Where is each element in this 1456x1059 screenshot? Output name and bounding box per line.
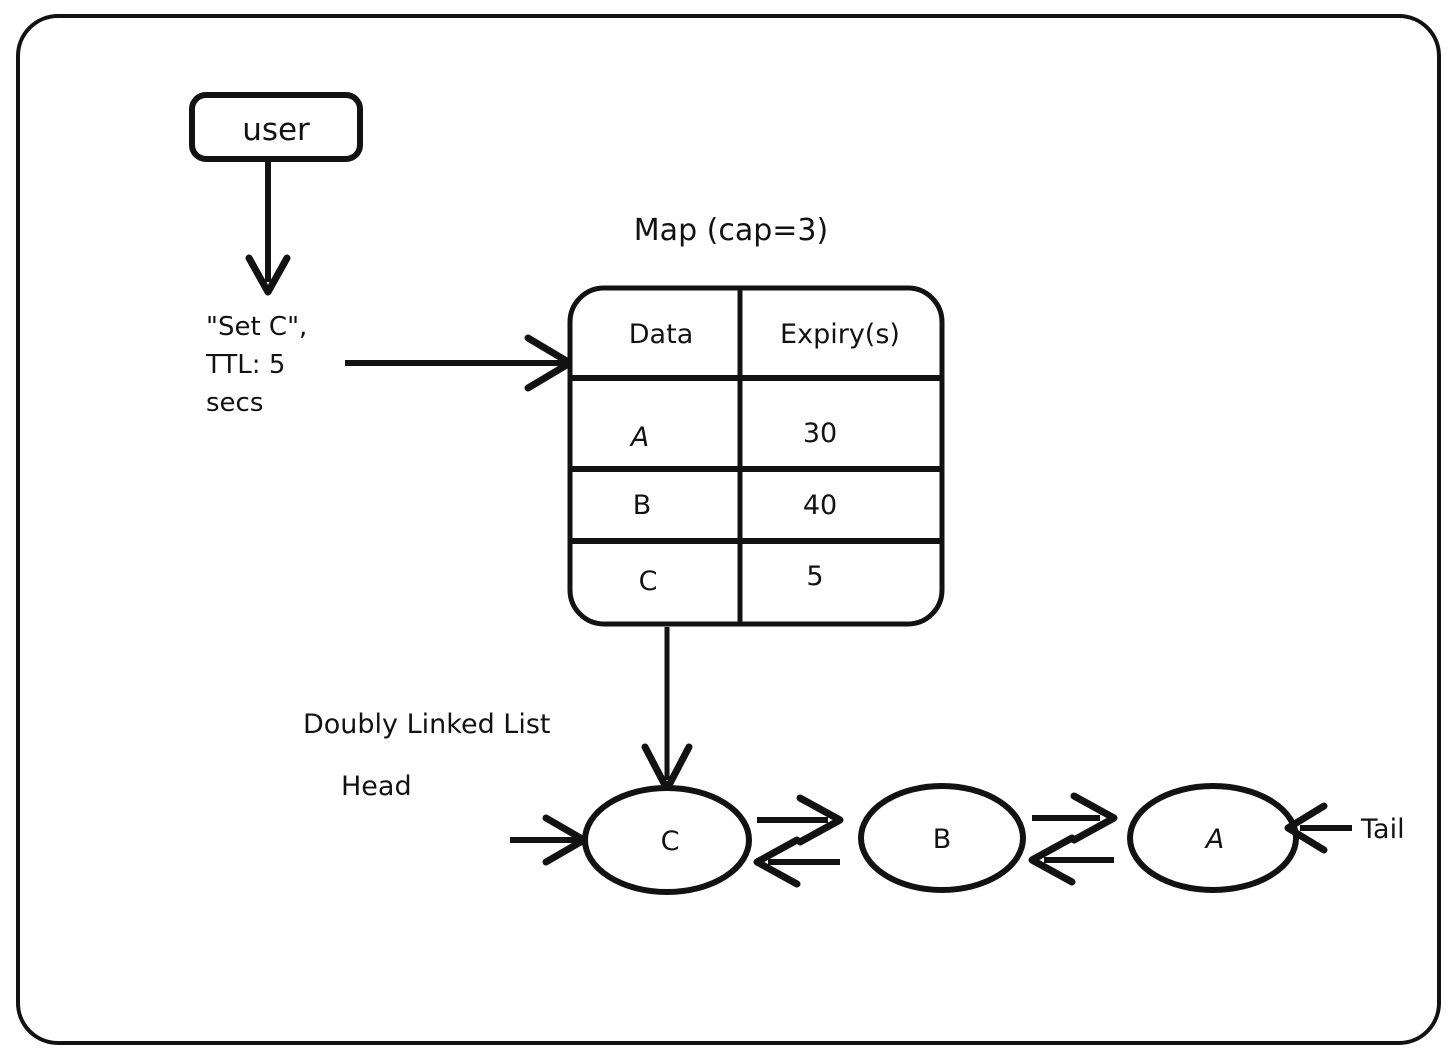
request-label-line3: secs (206, 388, 263, 418)
table-row: C 5 (639, 561, 824, 597)
map-row-1-data: B (633, 490, 652, 521)
list-item[interactable] (858, 783, 1026, 893)
user-box[interactable] (189, 92, 363, 162)
map-table-header-data: Data (629, 319, 693, 350)
table-row: A 30 (629, 418, 837, 453)
arrow-b-to-c (753, 836, 840, 888)
node-c-label: C (661, 826, 680, 857)
map-row-1-expiry: 40 (803, 490, 837, 521)
tail-label: Tail (1360, 814, 1405, 845)
request-label-line2: TTL: 5 (205, 350, 285, 380)
arrow-b-to-a (1032, 792, 1118, 844)
arrow-user-to-request (245, 159, 291, 296)
list-item[interactable] (1127, 783, 1299, 893)
request-label-line1: "Set C", (206, 312, 307, 342)
map-row-2-data: C (639, 566, 658, 597)
linked-list-title: Doubly Linked List (303, 709, 550, 740)
map-row-2-expiry: 5 (806, 561, 823, 592)
arrow-tail-to-node-a (1284, 802, 1352, 854)
map-table-header-expiry: Expiry(s) (780, 319, 900, 350)
map-row-0-expiry: 30 (803, 418, 837, 449)
node-b-label: B (933, 824, 952, 855)
map-title: Map (cap=3) (634, 213, 828, 248)
table-row: B 40 (633, 490, 837, 521)
user-box-label: user (242, 112, 310, 148)
list-item[interactable] (582, 785, 752, 895)
arrow-a-to-b (1028, 834, 1114, 886)
node-a-label: A (1204, 824, 1224, 855)
map-row-0-data: A (629, 422, 649, 453)
head-label: Head (341, 771, 412, 802)
arrow-c-to-b (757, 794, 844, 846)
